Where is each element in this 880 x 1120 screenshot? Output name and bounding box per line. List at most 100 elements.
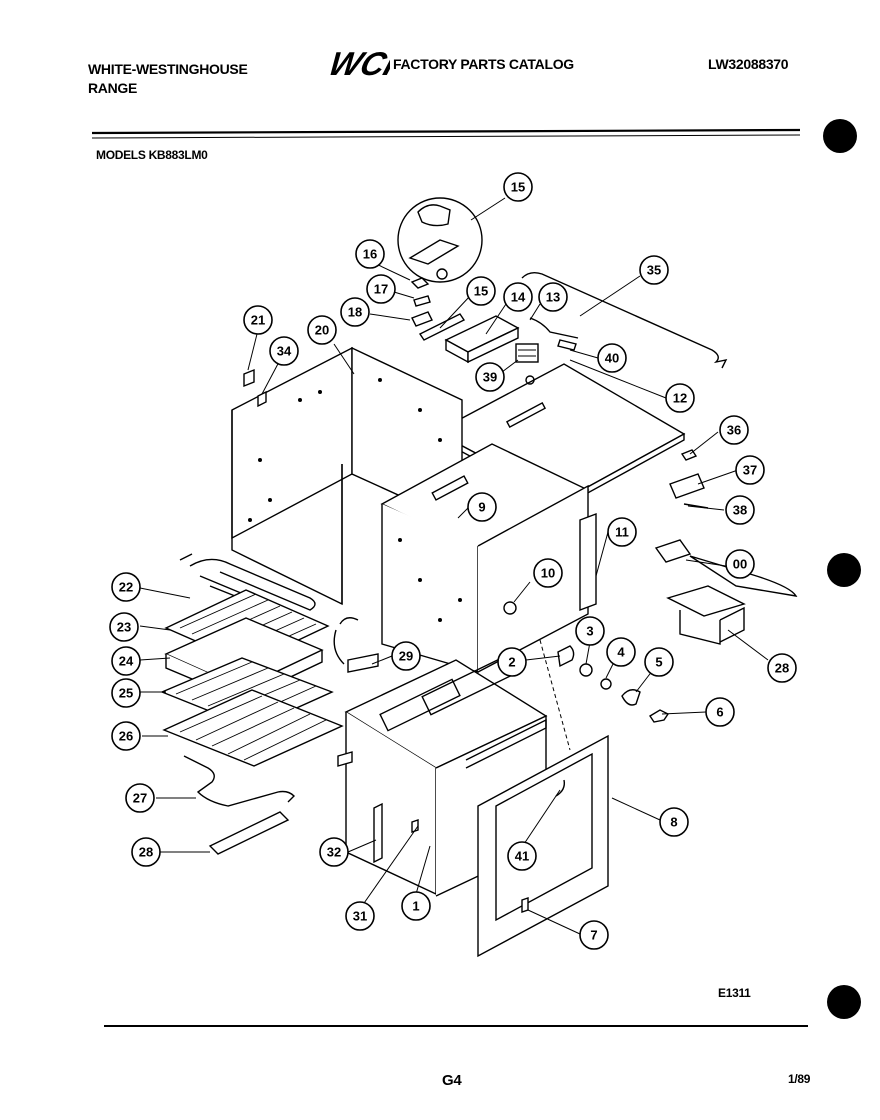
- door-frame-8: [465, 718, 609, 958]
- brand-line-2: RANGE: [88, 80, 138, 96]
- callout-36: 36: [719, 415, 749, 445]
- svg-text:35: 35: [647, 263, 661, 278]
- callout-5: 5: [644, 647, 674, 677]
- svg-text:25: 25: [119, 686, 133, 701]
- svg-text:28: 28: [139, 845, 153, 860]
- hinge-31-32: [373, 802, 419, 864]
- svg-text:24: 24: [119, 654, 134, 669]
- brand-label: WHITE-WESTINGHOUSE RANGE: [88, 60, 248, 98]
- callout-32: 32: [319, 837, 349, 867]
- oven-liner-9: [380, 443, 590, 673]
- svg-text:7: 7: [590, 928, 597, 943]
- date-code: 1/89: [788, 1072, 811, 1086]
- svg-text:11: 11: [615, 525, 629, 540]
- bracket-11: [579, 512, 597, 612]
- svg-text:27: 27: [133, 791, 147, 806]
- callout-24: 24: [111, 646, 141, 676]
- callout-17: 16: [355, 239, 385, 269]
- svg-text:6: 6: [716, 705, 723, 720]
- svg-text:2: 2: [508, 655, 515, 670]
- svg-text:00: 00: [733, 557, 747, 572]
- svg-text:3: 3: [586, 624, 593, 639]
- svg-text:20: 20: [315, 323, 329, 338]
- callout-41: 41: [507, 841, 537, 871]
- clips-21-34: [243, 368, 267, 408]
- callout-35: 35: [639, 255, 669, 285]
- figure-code: E1311: [718, 986, 751, 1000]
- callout-13: 13: [538, 282, 568, 312]
- callout-7: 7: [579, 920, 609, 950]
- svg-text:34: 34: [277, 344, 292, 359]
- burner-parts-2-6: [539, 639, 670, 751]
- assembly-00-29: [654, 539, 798, 645]
- callout-31: 31: [345, 901, 375, 931]
- callout-15: 151515: [466, 276, 496, 306]
- svg-text:21: 21: [251, 313, 265, 328]
- svg-text:32: 32: [327, 845, 341, 860]
- svg-text:37: 37: [743, 463, 757, 478]
- logo-text: WCI: [326, 46, 390, 80]
- small-brackets: [410, 277, 466, 341]
- binder-hole-middle: [827, 553, 861, 587]
- callout-1: 1: [401, 891, 431, 921]
- callout-4: 4: [606, 637, 636, 667]
- svg-text:18: 18: [348, 305, 362, 320]
- header-rule: [91, 128, 801, 135]
- svg-text:17: 17: [374, 282, 388, 297]
- callout-14: 14: [503, 282, 533, 312]
- svg-text:15: 15: [511, 180, 525, 195]
- svg-text:41: 41: [515, 849, 529, 864]
- svg-text:26: 26: [119, 729, 133, 744]
- binder-hole-bottom: [827, 985, 861, 1019]
- svg-text:16: 16: [363, 247, 377, 262]
- callout-8: 8: [659, 807, 689, 837]
- binder-hole-top: [823, 119, 857, 153]
- callout-00: 00: [725, 549, 755, 579]
- svg-text:38: 38: [733, 503, 747, 518]
- callout-22: 22: [111, 572, 141, 602]
- callout-30: 29: [391, 641, 421, 671]
- callout-37: 37: [735, 455, 765, 485]
- callout-23: 23: [109, 612, 139, 642]
- svg-text:14: 14: [511, 290, 526, 305]
- svg-text:36: 36: [727, 423, 741, 438]
- callout-3: 3: [575, 616, 605, 646]
- callout-38: 38: [725, 495, 755, 525]
- svg-text:29: 29: [399, 649, 413, 664]
- part-16-detail: [397, 197, 483, 283]
- callout-19: 18: [340, 297, 370, 327]
- page-number: G4: [442, 1072, 462, 1089]
- svg-text:28: 28: [775, 661, 789, 676]
- callout-39: 39: [475, 362, 505, 392]
- callout-40: 40: [597, 343, 627, 373]
- callout-16: 15: [503, 172, 533, 202]
- callout-21: 21: [243, 305, 273, 335]
- svg-text:39: 39: [483, 370, 497, 385]
- callout-18: 17: [366, 274, 396, 304]
- catalog-number: LW32088370: [708, 56, 789, 72]
- svg-text:8: 8: [670, 815, 677, 830]
- svg-text:10: 10: [541, 566, 555, 581]
- wci-logo: WCI: [326, 46, 390, 80]
- callout-12: 12: [665, 383, 695, 413]
- callout-26: 26: [111, 721, 141, 751]
- svg-text:4: 4: [617, 645, 625, 660]
- svg-text:5: 5: [655, 655, 662, 670]
- rod-35: [521, 271, 728, 369]
- callout-10: 10: [533, 558, 563, 588]
- callout-6: 6: [705, 697, 735, 727]
- callout-9: 9: [467, 492, 497, 522]
- bake-element-27: [183, 755, 295, 807]
- svg-text:22: 22: [119, 580, 133, 595]
- svg-text:31: 31: [353, 909, 367, 924]
- wiring-30: [333, 617, 379, 673]
- svg-text:12: 12: [673, 391, 687, 406]
- callout-2: 2: [497, 647, 527, 677]
- callout-34: 34: [269, 336, 299, 366]
- svg-text:13: 13: [546, 290, 560, 305]
- callout-25: 25: [111, 678, 141, 708]
- svg-text:23: 23: [117, 620, 131, 635]
- svg-text:1: 1: [412, 899, 419, 914]
